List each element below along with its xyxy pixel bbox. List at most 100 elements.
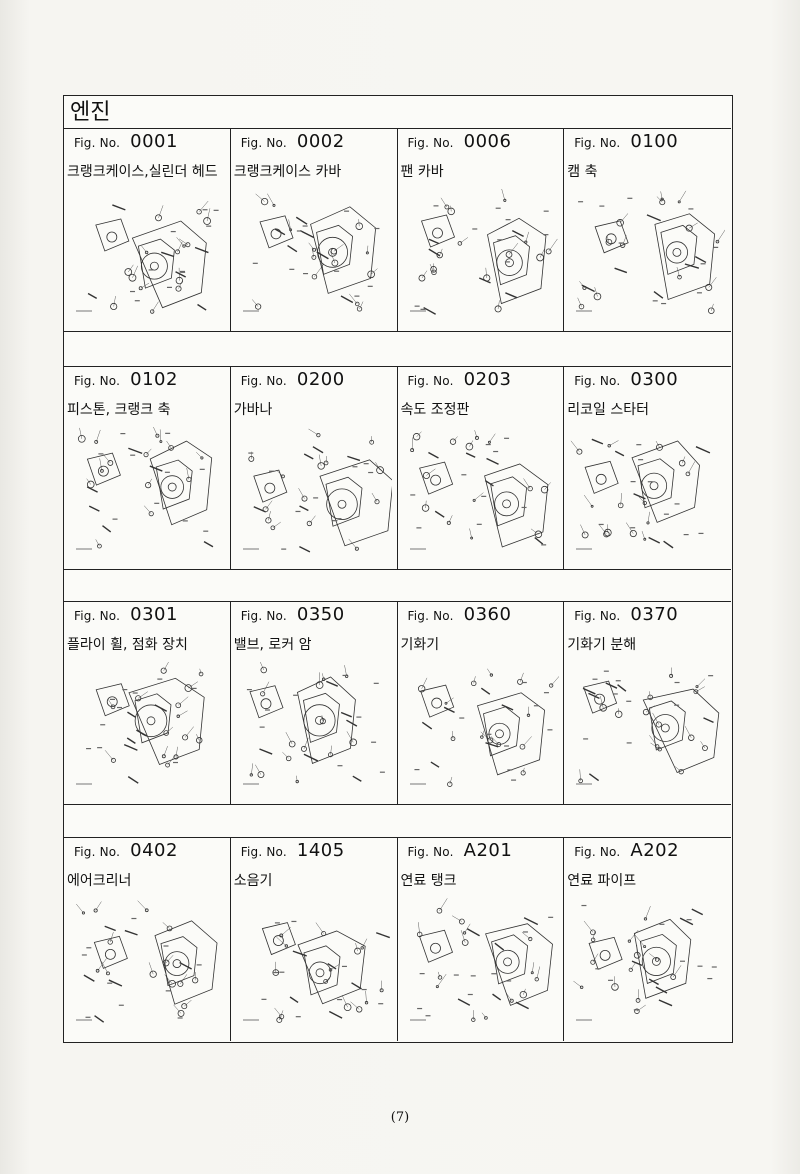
figure-title: 속도 조정판 <box>400 402 470 418</box>
figure-number: 0006 <box>463 131 512 152</box>
air-cleaner-diagram-icon[interactable] <box>70 898 225 1033</box>
figure-number: A202 <box>630 840 680 861</box>
figure-title: 팬 카바 <box>400 164 444 180</box>
figure-header: Fig. No.0301 <box>74 604 178 625</box>
figure-header: Fig. No. 0203 <box>408 369 512 390</box>
speed-plate-diagram-icon[interactable] <box>404 427 559 562</box>
fig-no-label: Fig. No. <box>407 374 454 388</box>
muffler-diagram-icon[interactable] <box>237 898 392 1033</box>
fig-no-label: Fig. No. <box>74 136 121 150</box>
figure-number: 0360 <box>463 604 512 625</box>
governor-diagram-icon[interactable] <box>237 427 394 562</box>
fig-no-label: Fig. No. <box>574 136 621 150</box>
figure-cell-0402[interactable]: Fig. No. 0402 에어크리너 <box>64 838 231 1041</box>
figure-row: Fig. No.0301 플라이 휠, 점화 장치 Fig. No. 0350 밸브, … <box>64 602 731 805</box>
figure-number: 0402 <box>130 840 178 861</box>
figure-row: Fig. No. 0001 크랭크케이스,실린더 헤드 Fig. No. 0002 크랭크… <box>64 129 731 332</box>
figure-cell-0100[interactable]: Fig. No. 0100 캠 축 <box>564 129 731 331</box>
figure-header: Fig. No. 0006 <box>408 131 512 152</box>
figure-number: 0002 <box>296 131 345 152</box>
figure-header: Fig. No. 0350 <box>241 604 345 625</box>
fig-no-label: Fig. No. <box>407 845 454 859</box>
figure-header: Fig. No. 0001 <box>74 131 178 152</box>
parts-index-table: 엔진 Fig. No. 0001 크랭크케이스,실린더 헤드 Fig. No. 0002… <box>63 95 733 1043</box>
figure-number: A201 <box>463 840 513 861</box>
figure-header: Fig. No. 0370 <box>574 604 678 625</box>
flywheel-diagram-icon[interactable] <box>70 659 225 797</box>
figure-cell-0360[interactable]: Fig. No. 0360 기화기 <box>398 602 565 804</box>
fig-no-label: Fig. No. <box>74 845 121 859</box>
fig-no-label: Fig. No. <box>240 845 287 859</box>
figure-number: 0001 <box>130 131 178 152</box>
figure-number: 0200 <box>296 369 345 390</box>
figure-title: 피스톤, 크랭크 축 <box>67 402 171 418</box>
fuel-pipe-diagram-icon[interactable] <box>570 898 725 1033</box>
camshaft-diagram-icon[interactable] <box>570 189 727 324</box>
figure-header: Fig. No. 0200 <box>241 369 345 390</box>
figure-cell-0200[interactable]: Fig. No. 0200 가바나 <box>231 367 398 569</box>
crankcase-cover-diagram-icon[interactable] <box>237 189 392 324</box>
figure-cell-0006[interactable]: Fig. No. 0006 팬 카바 <box>398 129 565 331</box>
figure-title: 밸브, 로커 암 <box>233 637 312 653</box>
fig-no-label: Fig. No. <box>574 609 621 623</box>
figure-title: 플라이 휠, 점화 장치 <box>67 637 188 653</box>
piston-diagram-icon[interactable] <box>70 426 225 562</box>
fig-no-label: Fig. No. <box>574 845 621 859</box>
figure-cell-0001[interactable]: Fig. No. 0001 크랭크케이스,실린더 헤드 <box>64 129 231 331</box>
figure-cell-A202[interactable]: Fig. No. A202 연료 파이프 <box>564 838 731 1041</box>
row-separator <box>64 570 731 602</box>
figure-cell-0203[interactable]: Fig. No. 0203 속도 조정판 <box>398 367 565 569</box>
row-separator <box>64 805 731 838</box>
fig-no-label: Fig. No. <box>240 136 287 150</box>
carburetor-diagram-icon[interactable] <box>404 662 559 797</box>
figure-cell-0002[interactable]: Fig. No. 0002 크랭크케이스 카바 <box>231 129 398 331</box>
crankcase-diagram-icon[interactable] <box>70 189 225 324</box>
fig-no-label: Fig. No. <box>240 609 287 623</box>
figure-title: 리코일 스타터 <box>567 402 649 418</box>
section-title: 엔진 <box>64 96 731 129</box>
fig-no-label: Fig. No. <box>240 374 287 388</box>
figure-title: 기화기 분해 <box>567 637 637 653</box>
figure-title: 크랭크케이스 카바 <box>233 164 342 180</box>
figure-number: 0203 <box>463 369 512 390</box>
figure-title: 에어크리너 <box>67 873 132 889</box>
figure-header: Fig. No. A201 <box>408 840 513 861</box>
figure-cell-0301[interactable]: Fig. No.0301 플라이 휠, 점화 장치 <box>64 602 231 804</box>
fig-no-label: Fig. No. <box>74 609 121 623</box>
figure-number: 0100 <box>630 131 679 152</box>
figure-cell-0370[interactable]: Fig. No. 0370 기화기 분해 <box>564 602 731 804</box>
carburetor-breakdown-diagram-icon[interactable] <box>570 662 725 797</box>
figure-header: Fig. No. 0402 <box>74 840 178 861</box>
figure-number: 0370 <box>630 604 679 625</box>
figure-header: Fig. No. 0002 <box>241 131 345 152</box>
figure-header: Fig. No. 0100 <box>574 131 678 152</box>
fan-cover-diagram-icon[interactable] <box>404 187 559 324</box>
figure-title: 연료 파이프 <box>567 873 637 889</box>
figure-header: Fig. No. 0102 <box>74 369 178 390</box>
figure-title: 기화기 <box>400 637 440 653</box>
figure-number: 0102 <box>130 369 178 390</box>
recoil-starter-diagram-icon[interactable] <box>570 427 725 562</box>
figure-cell-0350[interactable]: Fig. No. 0350 밸브, 로커 암 <box>231 602 398 804</box>
figure-header: Fig. No. 0300 <box>574 369 678 390</box>
figure-header: Fig. No. A202 <box>574 840 679 861</box>
figure-number: 0300 <box>630 369 679 390</box>
figure-title: 가바나 <box>233 402 273 418</box>
figure-title: 연료 탱크 <box>400 873 457 889</box>
fuel-tank-diagram-icon[interactable] <box>404 898 559 1033</box>
fig-no-label: Fig. No. <box>407 136 454 150</box>
figure-number: 0350 <box>296 604 345 625</box>
figure-number: 1405 <box>296 840 345 861</box>
fig-no-label: Fig. No. <box>574 374 621 388</box>
figure-title: 캠 축 <box>567 164 598 180</box>
fig-no-label: Fig. No. <box>407 609 454 623</box>
fig-no-label: Fig. No. <box>74 374 121 388</box>
figure-header: Fig. No. 0360 <box>408 604 512 625</box>
figure-cell-0300[interactable]: Fig. No. 0300 리코일 스타터 <box>564 367 731 569</box>
figure-cell-A201[interactable]: Fig. No. A201 연료 탱크 <box>398 838 565 1041</box>
figure-cell-0102[interactable]: Fig. No. 0102 피스톤, 크랭크 축 <box>64 367 231 569</box>
figure-title: 크랭크케이스,실린더 헤드 <box>67 164 218 180</box>
valve-diagram-icon[interactable] <box>237 658 392 797</box>
